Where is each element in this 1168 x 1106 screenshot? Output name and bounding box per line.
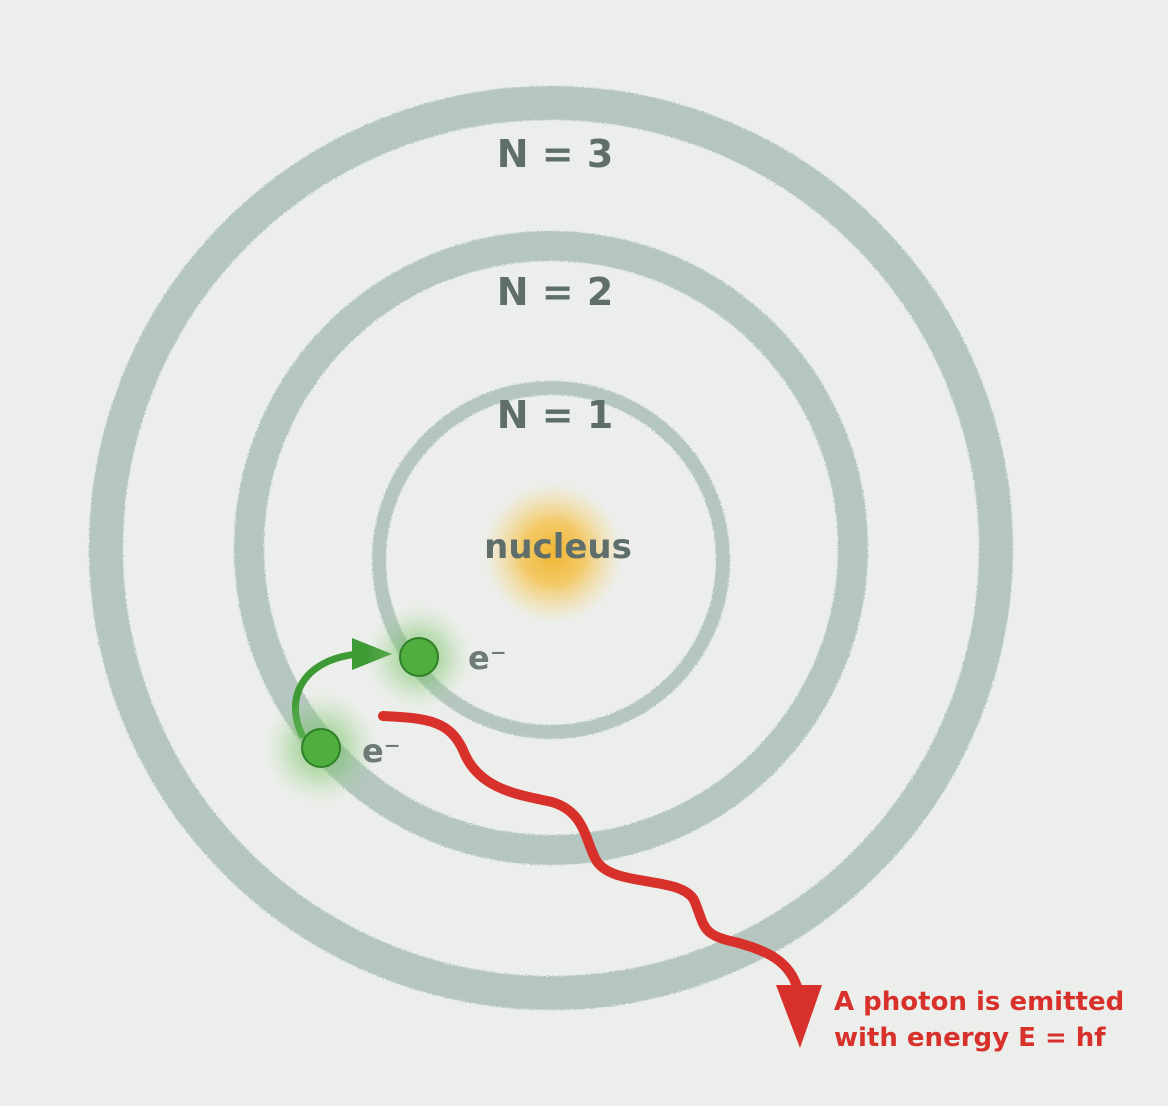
electron-upper: e⁻ (367, 605, 507, 709)
orbit-label-n3: N = 3 (497, 132, 614, 176)
orbit-ring-n3 (89, 86, 1013, 1010)
electron-lower-label: e⁻ (362, 732, 401, 770)
electron-upper-label: e⁻ (468, 639, 507, 677)
electron-lower-dot (301, 728, 341, 768)
electron-lower: e⁻ (265, 692, 401, 804)
orbit-ring-n1 (372, 381, 730, 739)
photon-wave (378, 711, 803, 995)
orbit-label-n1: N = 1 (497, 393, 614, 437)
orbit-rings (89, 86, 1013, 1010)
electron-upper-dot (399, 637, 439, 677)
orbit-ring-n2 (234, 231, 868, 865)
nucleus-label: nucleus (484, 527, 632, 567)
nucleus-glow (483, 483, 623, 623)
photon-caption-line2: with energy E = hf (834, 1023, 1106, 1053)
photon-caption: A photon is emitted with energy E = hf (834, 987, 1124, 1053)
photon-arrow (378, 711, 822, 1048)
photon-caption-line1: A photon is emitted (834, 987, 1124, 1017)
photon-arrowhead (776, 985, 822, 1048)
orbit-label-n2: N = 2 (497, 270, 614, 314)
nucleus: nucleus (483, 483, 632, 623)
